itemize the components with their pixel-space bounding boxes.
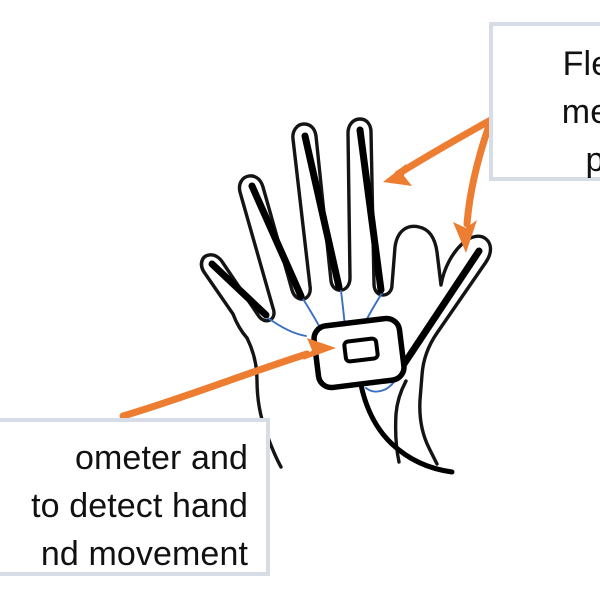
callout-flex-line-1: Flex (562, 45, 600, 83)
flex-strip-middle (301, 132, 343, 291)
annotation-arrows-group (119, 116, 495, 420)
flex-sensor-strips-group (208, 126, 483, 368)
callout-flex-line-3: p (585, 141, 600, 179)
sensor-module-group (311, 315, 407, 391)
arrow-to-sensor-module (119, 350, 311, 420)
arrowhead-index-finger (383, 164, 412, 186)
arrow-to-thumb (463, 116, 495, 228)
arrow-to-index-finger (394, 116, 495, 178)
module-cable (358, 382, 455, 475)
flex-strip-index (356, 126, 385, 294)
callout-imu-line-2: to detect hand (31, 487, 248, 525)
palm-left-edge (245, 336, 283, 469)
callout-accelerometer-gyroscope[interactable]: ometer and to detect hand nd movement (0, 418, 270, 576)
sensor-module-chip (342, 336, 380, 364)
callout-imu-line-3: nd movement (40, 535, 248, 573)
pinky-outline (199, 253, 211, 274)
wire-pinky (267, 317, 307, 337)
callout-imu-line-1: ometer and (75, 439, 248, 477)
callout-flex-line-2: mea (561, 93, 600, 131)
flex-strip-thumb (400, 247, 483, 368)
flex-strip-ring (248, 182, 305, 300)
arrowhead-thumb (453, 220, 477, 253)
wire-middle (340, 290, 346, 327)
callout-flex-sensors[interactable]: Flex mea p (489, 22, 600, 181)
arrowhead-sensor-module (303, 338, 336, 360)
flex-strip-pinky (208, 260, 270, 319)
